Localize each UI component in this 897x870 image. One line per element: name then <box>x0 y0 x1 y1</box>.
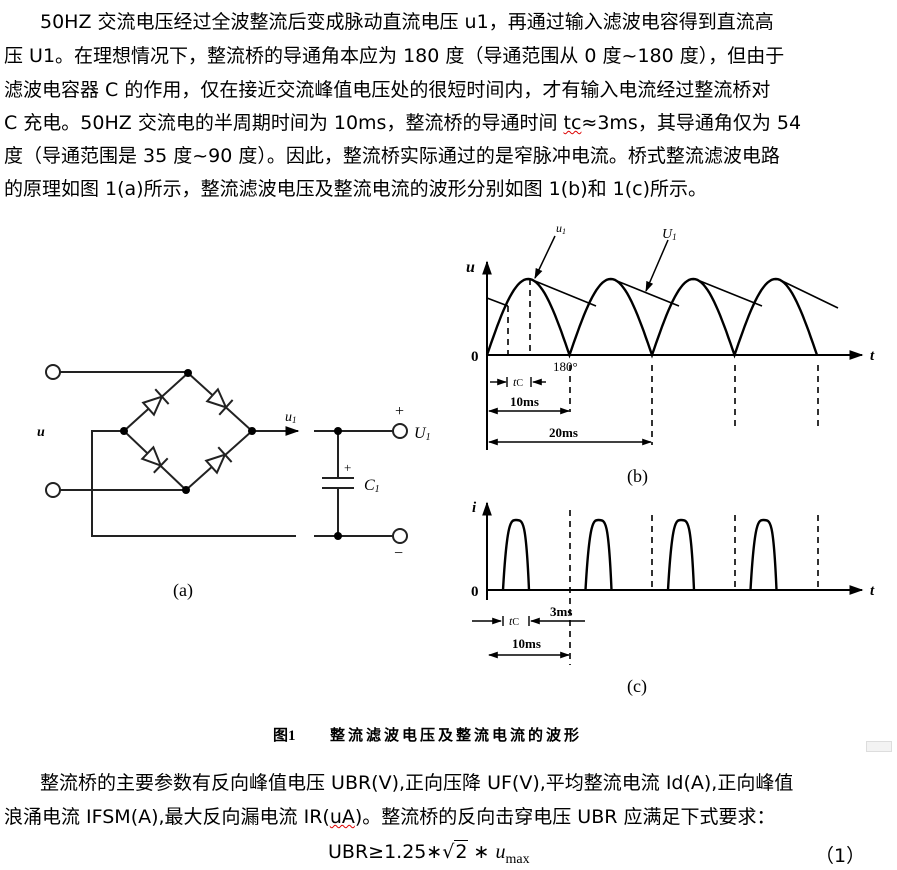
text-span: )。整流桥的反向击穿电压 UBR 应满足下式要求： <box>354 806 776 828</box>
label-u: u <box>37 425 45 440</box>
input-terminal-bottom <box>45 482 61 498</box>
output-terminal-minus <box>392 528 408 544</box>
text-line: 度（导通范围是 35 度~90 度）。因此，整流桥实际通过的是窄脉冲电流。桥式整… <box>4 144 780 168</box>
U1-filtered-curve <box>486 278 839 309</box>
spellcheck-word: tc <box>563 112 582 134</box>
spellcheck-word: uA <box>329 806 355 828</box>
caption-b: (b) <box>627 466 648 487</box>
equation-number: （1） <box>815 845 866 867</box>
current-pulses <box>501 518 778 591</box>
sqrt-arg: 2 <box>454 840 468 863</box>
u1-label: u1 <box>556 221 566 236</box>
circuit-labels: u u1 + U1 + C1 − (a) <box>37 403 431 601</box>
cap-plus: + <box>344 460 351 475</box>
sqrt-symbol: √ <box>442 841 455 863</box>
text-span: 度（导通范围是 35 度~90 度）。因此，整流桥实际通过的是窄脉冲电流。桥式整… <box>4 145 780 167</box>
text-span: 浪涌电流 IFSM(A),最大反向漏电流 IR( <box>4 806 330 828</box>
origin-label: 0 <box>471 584 479 600</box>
x-axis-label: t <box>870 348 875 364</box>
figure-1: u u1 + U1 + C1 − (a) u t 0 u1 U1 180° tC… <box>37 221 875 744</box>
current-waveform-chart: i t 0 tC 3ms 10ms (c) <box>471 500 875 697</box>
180-degree-label: 180° <box>553 359 578 374</box>
10ms-label: 10ms <box>512 636 541 651</box>
tc-label: tC <box>509 614 519 628</box>
layout-marker <box>866 741 892 752</box>
text-line: 滤波电容器 C 的作用，仅在接近交流峰值电压处的很短时间内，才有输入电流经过整流… <box>4 78 770 102</box>
circuit-nodes <box>120 369 342 540</box>
text-span: 滤波电容器 C 的作用，仅在接近交流峰值电压处的很短时间内，才有输入电流经过整流… <box>4 79 771 101</box>
input-terminal-top <box>45 364 61 380</box>
label-u1: u1 <box>285 410 297 425</box>
origin-label: 0 <box>471 349 479 365</box>
label-U1: U1 <box>414 425 431 443</box>
tc-label: tC <box>513 375 523 389</box>
formula-lhs: UBR≥1.25∗ <box>328 841 443 863</box>
diode-icon <box>141 388 170 417</box>
text-span: 压 U1。在理想情况下，整流桥的导通角本应为 180 度（导通范围从 0 度~1… <box>4 45 785 67</box>
wires <box>60 371 296 537</box>
capacitor-wires <box>314 430 393 537</box>
y-axis-label: i <box>472 500 477 516</box>
diode-icon <box>140 445 169 474</box>
label-C1: C1 <box>364 477 380 495</box>
text-span: 50HZ 交流电压经过全波整流后变成脉动直流电压 u1，再通过输入滤波电容得到直… <box>40 11 774 33</box>
formula-mult: ∗ <box>467 841 490 863</box>
plus-sign: + <box>395 403 404 420</box>
x-axis-label: t <box>870 583 875 599</box>
text-line: 的原理如图 1(a)所示，整流滤波电压及整流电流的波形分别如图 1(b)和 1(… <box>4 177 707 201</box>
bridge-wires <box>122 371 254 492</box>
U1-label: U1 <box>662 227 677 242</box>
dashed-guides <box>507 279 819 445</box>
output-terminal-plus <box>392 423 408 439</box>
text-span: C 充电。50HZ 交流电的半周期时间为 10ms，整流桥的导通时间 <box>4 112 564 134</box>
figure-caption: 整流滤波电压及整流电流的波形 <box>330 726 582 744</box>
circuit-diagram <box>45 364 408 544</box>
10ms-label: 10ms <box>510 394 539 409</box>
dimension-lines <box>488 377 652 446</box>
caption-c: (c) <box>627 676 647 697</box>
u-max: umax <box>495 841 530 867</box>
formula: UBR≥1.25∗√2 ∗ umax <box>328 840 530 868</box>
text-line: 50HZ 交流电压经过全波整流后变成脉动直流电压 u1，再通过输入滤波电容得到直… <box>40 10 774 34</box>
text-span: ≈3ms，其导通角仅为 54 <box>581 112 802 134</box>
dashed-guides <box>569 510 819 665</box>
figure-number: 图1 <box>273 727 296 744</box>
text-span: 整流桥的主要参数有反向峰值电压 UBR(V),正向压降 UF(V),平均整流电流… <box>40 772 794 794</box>
y-axis-label: u <box>466 259 475 276</box>
text-span: 的原理如图 1(a)所示，整流滤波电压及整流电流的波形分别如图 1(b)和 1(… <box>4 178 708 200</box>
diode-icon <box>205 387 234 416</box>
text-line: 压 U1。在理想情况下，整流桥的导通角本应为 180 度（导通范围从 0 度~1… <box>4 44 784 68</box>
caption-a: (a) <box>173 580 193 601</box>
text-line: C 充电。50HZ 交流电的半周期时间为 10ms，整流桥的导通时间 tc≈3m… <box>4 111 801 135</box>
U1-pointer <box>645 239 669 292</box>
diode-icon <box>204 446 233 475</box>
u1-pointer <box>534 235 556 279</box>
text-line: 浪涌电流 IFSM(A),最大反向漏电流 IR(uA)。整流桥的反向击穿电压 U… <box>4 805 776 829</box>
3ms-label: 3ms <box>550 604 572 619</box>
dimension-lines <box>472 616 585 659</box>
u1-rectified-curve <box>485 277 819 359</box>
minus-sign: − <box>394 545 403 562</box>
20ms-label: 20ms <box>549 425 578 440</box>
text-line: 整流桥的主要参数有反向峰值电压 UBR(V),正向压降 UF(V),平均整流电流… <box>40 771 793 795</box>
voltage-waveform-chart: u t 0 u1 U1 180° tC 10ms 20ms (b) <box>466 221 875 487</box>
